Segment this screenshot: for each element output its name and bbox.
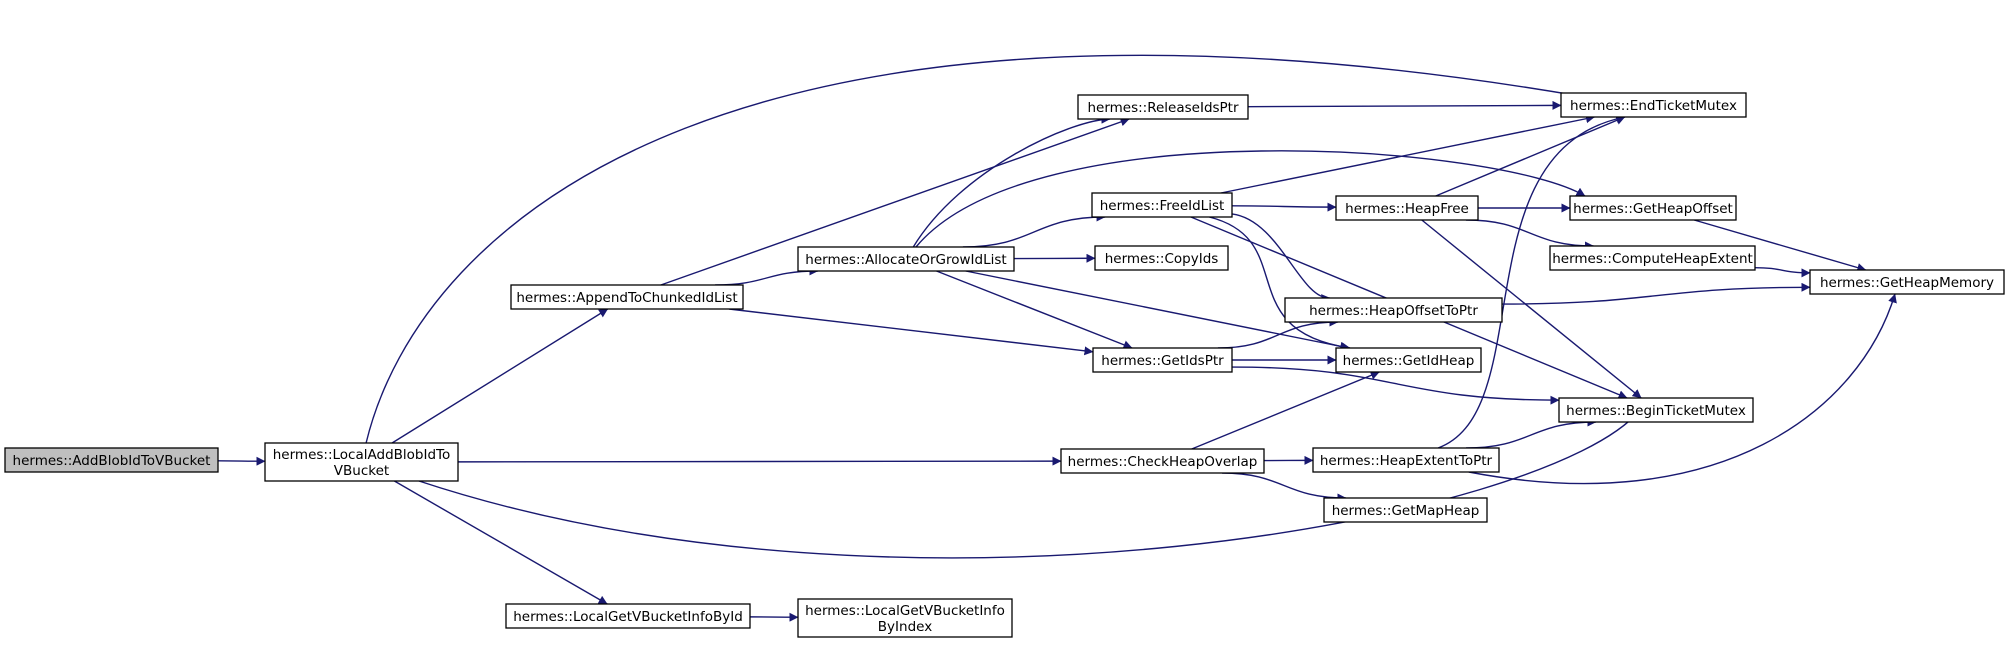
node-box xyxy=(510,284,744,310)
edge-heap-free-to-compute-extent xyxy=(1465,219,1595,251)
node-label: hermes::ReleaseIdsPtr xyxy=(1087,100,1239,116)
node-add-blob[interactable]: hermes::AddBlobIdToVBucket xyxy=(4,447,219,473)
node-get-id-heap[interactable]: hermes::GetIdHeap xyxy=(1335,347,1482,373)
edge-append-to-allocate xyxy=(715,266,819,286)
node-label: hermes::GetHeapMemory xyxy=(1820,275,1994,291)
node-label: VBucket xyxy=(334,463,389,479)
edge-heap-free-to-end-ticket xyxy=(1435,116,1626,197)
edge-release-to-end-ticket xyxy=(1247,100,1562,110)
node-heap-free[interactable]: hermes::HeapFree xyxy=(1335,195,1479,221)
edge-free-id-to-get-id-heap xyxy=(1209,216,1351,352)
node-label: hermes::LocalGetVBucketInfoById xyxy=(513,609,743,625)
node-heap-offset-ptr[interactable]: hermes::HeapOffsetToPtr xyxy=(1284,297,1503,323)
edge-allocate-to-get-ids xyxy=(936,270,1133,350)
edge-heap-free-to-begin-ticket xyxy=(1421,219,1642,399)
node-label: hermes::BeginTicketMutex xyxy=(1566,403,1746,419)
node-label: hermes::GetIdsPtr xyxy=(1101,353,1224,369)
node-label: hermes::AddBlobIdToVBucket xyxy=(13,453,211,469)
node-check-overlap[interactable]: hermes::CheckHeapOverlap xyxy=(1060,448,1265,474)
node-box xyxy=(1549,245,1756,271)
node-box xyxy=(797,246,1015,272)
edge-layer xyxy=(217,54,1897,622)
node-box xyxy=(1809,269,2005,295)
node-box xyxy=(797,598,1013,638)
node-box xyxy=(264,442,459,482)
edge-heap-extent-ptr-to-begin-ticket xyxy=(1465,417,1597,449)
node-heap-extent-ptr[interactable]: hermes::HeapExtentToPtr xyxy=(1312,447,1500,473)
node-label: hermes::FreeIdList xyxy=(1100,198,1225,214)
node-label: ByIndex xyxy=(878,619,932,635)
node-box xyxy=(4,447,219,473)
node-append[interactable]: hermes::AppendToChunkedIdList xyxy=(510,284,744,310)
edge-local-add-to-begin-ticket xyxy=(418,409,1641,559)
edge-heap-extent-ptr-to-get-heap-memory xyxy=(1468,293,1897,485)
node-box xyxy=(1558,397,1754,423)
edge-get-ids-to-begin-ticket xyxy=(1231,366,1560,405)
node-box xyxy=(1335,347,1482,373)
edge-get-heap-offset-to-get-heap-memory xyxy=(1693,219,1867,272)
edge-allocate-to-get-id-heap xyxy=(965,270,1350,351)
edge-allocate-to-release xyxy=(912,114,1111,248)
edge-heap-extent-ptr-to-end-ticket xyxy=(1437,114,1626,449)
node-end-ticket[interactable]: hermes::EndTicketMutex xyxy=(1560,92,1747,118)
node-box xyxy=(505,603,751,629)
node-label: hermes::HeapExtentToPtr xyxy=(1320,453,1493,469)
edge-compute-extent-to-get-heap-memory xyxy=(1754,266,1811,278)
edge-allocate-to-free-id xyxy=(962,212,1106,248)
node-label: hermes::LocalGetVBucketInfo xyxy=(805,603,1005,619)
node-label: hermes::HeapFree xyxy=(1345,201,1469,217)
node-layer: hermes::AddBlobIdToVBucket hermes::LocalA… xyxy=(4,92,2005,638)
edge-allocate-to-get-heap-offset xyxy=(915,150,1586,248)
node-label: hermes::HeapOffsetToPtr xyxy=(1309,303,1478,319)
node-get-ids[interactable]: hermes::GetIdsPtr xyxy=(1092,347,1233,373)
node-box xyxy=(1323,497,1488,523)
node-box xyxy=(1094,245,1229,271)
edge-heap-offset-ptr-to-get-heap-memory xyxy=(1501,282,1811,305)
node-label: hermes::AllocateOrGrowIdList xyxy=(805,252,1006,268)
node-compute-extent[interactable]: hermes::ComputeHeapExtent xyxy=(1549,245,1756,271)
node-allocate[interactable]: hermes::AllocateOrGrowIdList xyxy=(797,246,1015,272)
node-label: hermes::EndTicketMutex xyxy=(1570,98,1737,114)
edge-get-ids-to-heap-offset-ptr xyxy=(1217,317,1339,349)
edge-append-to-get-ids xyxy=(728,308,1094,356)
node-free-id[interactable]: hermes::FreeIdList xyxy=(1091,192,1233,218)
node-label: hermes::ComputeHeapExtent xyxy=(1552,251,1753,267)
node-label: hermes::CopyIds xyxy=(1105,251,1219,267)
edge-local-add-to-local-get xyxy=(394,480,608,605)
edge-check-overlap-to-get-id-heap xyxy=(1191,371,1380,450)
node-label: hermes::LocalAddBlobIdTo xyxy=(273,447,451,463)
node-label: hermes::GetIdHeap xyxy=(1343,353,1475,369)
node-label: hermes::GetHeapOffset xyxy=(1573,201,1733,217)
edge-local-add-to-append xyxy=(391,308,609,444)
node-box xyxy=(1077,94,1249,120)
edge-local-add-to-end-ticket xyxy=(365,54,1631,444)
node-get-map-heap[interactable]: hermes::GetMapHeap xyxy=(1323,497,1488,523)
edge-free-id-to-heap-offset-ptr xyxy=(1231,213,1331,304)
node-label: hermes::AppendToChunkedIdList xyxy=(516,290,737,306)
node-box xyxy=(1569,195,1737,221)
edge-append-to-release xyxy=(660,117,1130,286)
edge-local-add-to-check-overlap xyxy=(457,456,1062,466)
node-box xyxy=(1092,347,1233,373)
node-box xyxy=(1560,92,1747,118)
node-box xyxy=(1060,448,1265,474)
node-release[interactable]: hermes::ReleaseIdsPtr xyxy=(1077,94,1249,120)
node-label: hermes::GetMapHeap xyxy=(1332,503,1480,519)
node-local-get[interactable]: hermes::LocalGetVBucketInfoById xyxy=(505,603,751,629)
node-box xyxy=(1284,297,1503,323)
node-get-heap-memory[interactable]: hermes::GetHeapMemory xyxy=(1809,269,2005,295)
node-get-heap-offset[interactable]: hermes::GetHeapOffset xyxy=(1569,195,1737,221)
node-box xyxy=(1091,192,1233,218)
node-box xyxy=(1312,447,1500,473)
edge-check-overlap-to-get-map-heap xyxy=(1222,472,1347,503)
node-begin-ticket[interactable]: hermes::BeginTicketMutex xyxy=(1558,397,1754,423)
node-label: hermes::CheckHeapOverlap xyxy=(1068,454,1258,470)
node-box xyxy=(1335,195,1479,221)
edge-free-id-to-end-ticket xyxy=(1220,114,1595,194)
node-copy-ids[interactable]: hermes::CopyIds xyxy=(1094,245,1229,271)
edge-free-id-to-heap-free xyxy=(1231,202,1337,212)
